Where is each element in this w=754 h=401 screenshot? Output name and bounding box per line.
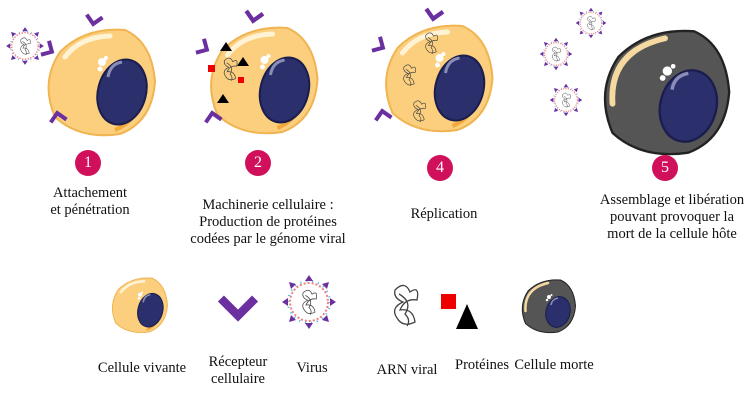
proteins-icon — [208, 42, 249, 103]
step-badge-2: 2 — [245, 150, 271, 176]
caption-line: Attachement — [52, 185, 128, 201]
step-badge-5: 5 — [652, 155, 678, 181]
legend-line: ARN viral — [376, 362, 438, 378]
step-badge-4: 4 — [427, 155, 453, 181]
legend-line: cellulaire — [211, 371, 265, 387]
caption-line: et pénétration — [50, 202, 130, 218]
virus-icon — [538, 36, 574, 72]
step-caption-2: Machinerie cellulaire : Production de pr… — [190, 197, 345, 248]
legend-line: Protéines — [455, 357, 509, 373]
caption-line: Assemblage et libération — [599, 192, 745, 208]
legend-line: Virus — [296, 360, 328, 376]
viral-rna-icon — [420, 30, 442, 56]
caption-line: Machinerie cellulaire : — [202, 197, 334, 213]
legend-receptor-icon — [216, 290, 260, 322]
caption-line: codées par le génome viral — [190, 231, 346, 247]
step-caption-1: Attachement et pénétration — [50, 185, 129, 219]
legend-viral-rna-icon — [385, 279, 425, 331]
virus-icon — [574, 6, 608, 40]
caption-line: pouvant provoquer la — [609, 209, 735, 225]
caption-line: mort de la cellule hôte — [607, 226, 737, 242]
legend-virus-icon — [279, 272, 339, 332]
legend-label-virus: Virus — [296, 360, 327, 377]
dead-cell-step5 — [590, 22, 740, 162]
step-caption-5: Assemblage et libération pouvant provoqu… — [600, 192, 744, 243]
step-caption-4: Réplication — [411, 206, 478, 223]
step-badge-1: 1 — [75, 150, 101, 176]
legend-label-dead-cell: Cellule morte — [514, 357, 593, 374]
caption-line: Réplication — [410, 206, 478, 222]
caption-line: Production de protéines — [199, 214, 337, 230]
legend-living-cell-icon — [108, 274, 170, 336]
legend-line: Récepteur — [208, 354, 268, 370]
receptor-icon — [83, 10, 105, 28]
viral-rna-icon — [398, 62, 420, 88]
viral-rna-icon — [408, 98, 430, 124]
legend-dead-cell-icon — [516, 276, 580, 336]
virus-icon — [4, 25, 46, 67]
legend-label-viral-rna: ARN viral — [377, 362, 438, 379]
legend-label-proteins: Protéines — [455, 357, 509, 374]
legend-line: Cellule morte — [514, 357, 594, 373]
legend-line: Cellule vivante — [97, 360, 187, 376]
legend-proteins-icon — [441, 294, 478, 329]
virus-icon — [548, 82, 584, 118]
legend-label-living-cell: Cellule vivante — [98, 360, 186, 377]
legend-label-receptor: Récepteur cellulaire — [209, 354, 268, 388]
